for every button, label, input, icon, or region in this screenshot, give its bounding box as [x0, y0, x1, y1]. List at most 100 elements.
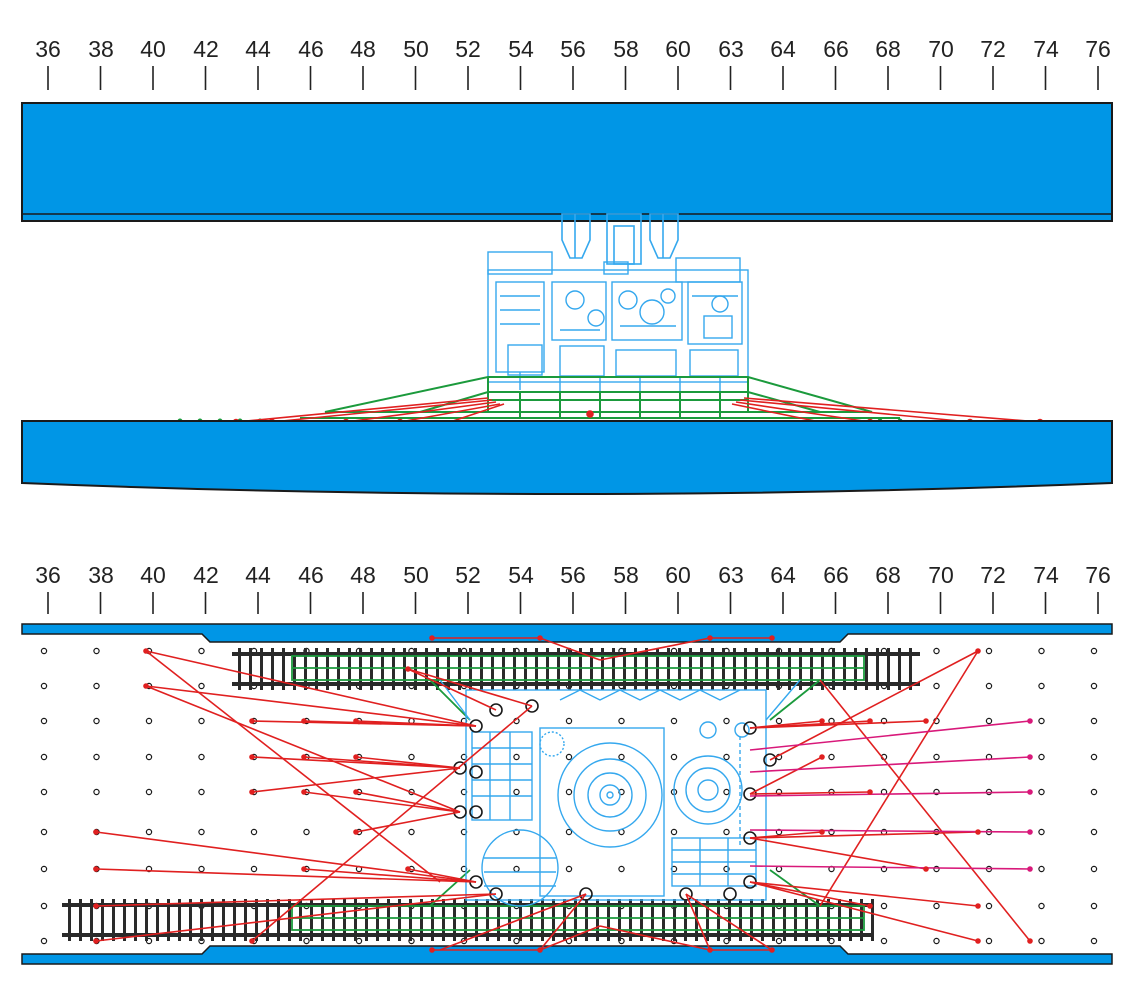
- grillage-sleeper: [249, 648, 252, 690]
- grillage-sleeper: [596, 899, 599, 941]
- grillage-sleeper: [557, 648, 560, 690]
- deck-socket: [250, 865, 258, 873]
- lashing-chain: [749, 791, 871, 795]
- grillage-sleeper: [909, 648, 912, 690]
- grillage-sleeper: [359, 648, 362, 690]
- deck-socket: [618, 717, 625, 725]
- deck-socket: [933, 753, 940, 761]
- grillage-sleeper: [755, 648, 758, 690]
- grillage-sleeper: [381, 648, 384, 690]
- lashing-anchor: [707, 635, 713, 641]
- grillage-sleeper: [414, 648, 417, 690]
- plan-frame-label-64: 64: [770, 562, 796, 588]
- grillage-sleeper: [568, 648, 571, 690]
- frame-label-54: 54: [508, 36, 534, 62]
- lashing-anchor: [249, 789, 255, 795]
- grillage-sleeper: [519, 899, 522, 941]
- grillage-sleeper: [766, 648, 769, 690]
- deck-socket: [303, 937, 310, 945]
- grillage-sleeper: [398, 899, 401, 941]
- plan-frame-label-63: 63: [718, 562, 744, 588]
- lashing-anchor: [819, 829, 825, 835]
- deck-socket: [93, 753, 100, 761]
- deck-socket: [93, 647, 100, 655]
- deck-socket: [198, 647, 205, 655]
- lashing-chain: [407, 668, 533, 707]
- lashing-anchor: [301, 754, 307, 760]
- deck-socket: [933, 902, 940, 910]
- deck-socket: [880, 937, 888, 945]
- grillage-sleeper: [271, 648, 274, 690]
- grillage-sleeper: [403, 648, 406, 690]
- frame-label-68: 68: [875, 36, 901, 62]
- lashing-anchor: [301, 789, 307, 795]
- lashing-chain: [145, 650, 441, 883]
- lashing-anchor: [819, 718, 825, 724]
- grillage-sleeper: [321, 899, 324, 941]
- lashing-anchor: [353, 754, 359, 760]
- grillage-sleeper: [211, 899, 214, 941]
- grillage-sleeper: [684, 899, 687, 941]
- grillage-rail: [232, 682, 920, 686]
- grillage-sleeper: [326, 648, 329, 690]
- grillage-sleeper: [777, 648, 780, 690]
- lashing-anchor-alt: [1027, 829, 1033, 835]
- lashing-chain: [685, 893, 773, 951]
- deck-socket: [1038, 937, 1045, 945]
- lashing-chain: [145, 650, 477, 727]
- grillage-sleeper: [299, 899, 302, 941]
- grillage-sleeper: [843, 648, 846, 690]
- grillage-sleeper: [502, 648, 505, 690]
- deck-socket: [250, 828, 258, 836]
- deck-socket: [1090, 937, 1098, 945]
- deck-socket: [985, 647, 993, 655]
- deck-socket: [145, 788, 153, 796]
- lashing-chain: [749, 837, 927, 870]
- frame-label-58: 58: [613, 36, 639, 62]
- plan-view: [21, 623, 1113, 965]
- lashing-anchor: [353, 829, 359, 835]
- lashing-anchor: [301, 718, 307, 724]
- lashing-anchor: [769, 635, 775, 641]
- deck-socket: [1038, 682, 1045, 690]
- grillage-sleeper: [579, 648, 582, 690]
- grillage-sleeper: [629, 899, 632, 941]
- grillage-sleeper: [337, 648, 340, 690]
- grillage-sleeper: [145, 899, 148, 941]
- deck-socket: [1038, 828, 1045, 836]
- hull-side-upper: [21, 623, 1113, 643]
- grillage-sleeper: [442, 899, 445, 941]
- grillage-sleeper: [425, 648, 428, 690]
- deck-socket: [723, 753, 730, 761]
- frame-label-52: 52: [455, 36, 481, 62]
- grillage-sleeper: [739, 899, 742, 941]
- lashing-chain: [355, 791, 461, 813]
- grillage-sleeper: [409, 899, 412, 941]
- deck-socket: [985, 682, 993, 690]
- grillage-sleeper: [420, 899, 423, 941]
- lashing-anchor-alt: [1027, 866, 1033, 872]
- deck-socket: [513, 937, 520, 945]
- lashing-chain: [95, 868, 477, 883]
- lashing-anchor: [143, 683, 149, 689]
- plan-frame-label-68: 68: [875, 562, 901, 588]
- grillage-sleeper: [167, 899, 170, 941]
- frame-label-56: 56: [560, 36, 586, 62]
- lashing-chain: [819, 679, 1031, 942]
- grillage-sleeper: [541, 899, 544, 941]
- plan-frame-label-72: 72: [980, 562, 1006, 588]
- grillage-sleeper: [590, 648, 593, 690]
- lashing-chain: [303, 868, 477, 883]
- grillage-sleeper: [354, 899, 357, 941]
- deck-socket: [1090, 902, 1098, 910]
- hull-side-lower: [21, 945, 1113, 965]
- frame-label-70: 70: [928, 36, 954, 62]
- grillage-sleeper: [876, 648, 879, 690]
- grillage-sleeper: [827, 899, 830, 941]
- plan-frame-label-60: 60: [665, 562, 691, 588]
- lashing-points: [453, 699, 777, 901]
- lashing-anchor: [301, 866, 307, 872]
- grillage-sleeper: [618, 899, 621, 941]
- plan-frame-label-66: 66: [823, 562, 849, 588]
- lashing-chain: [769, 650, 979, 761]
